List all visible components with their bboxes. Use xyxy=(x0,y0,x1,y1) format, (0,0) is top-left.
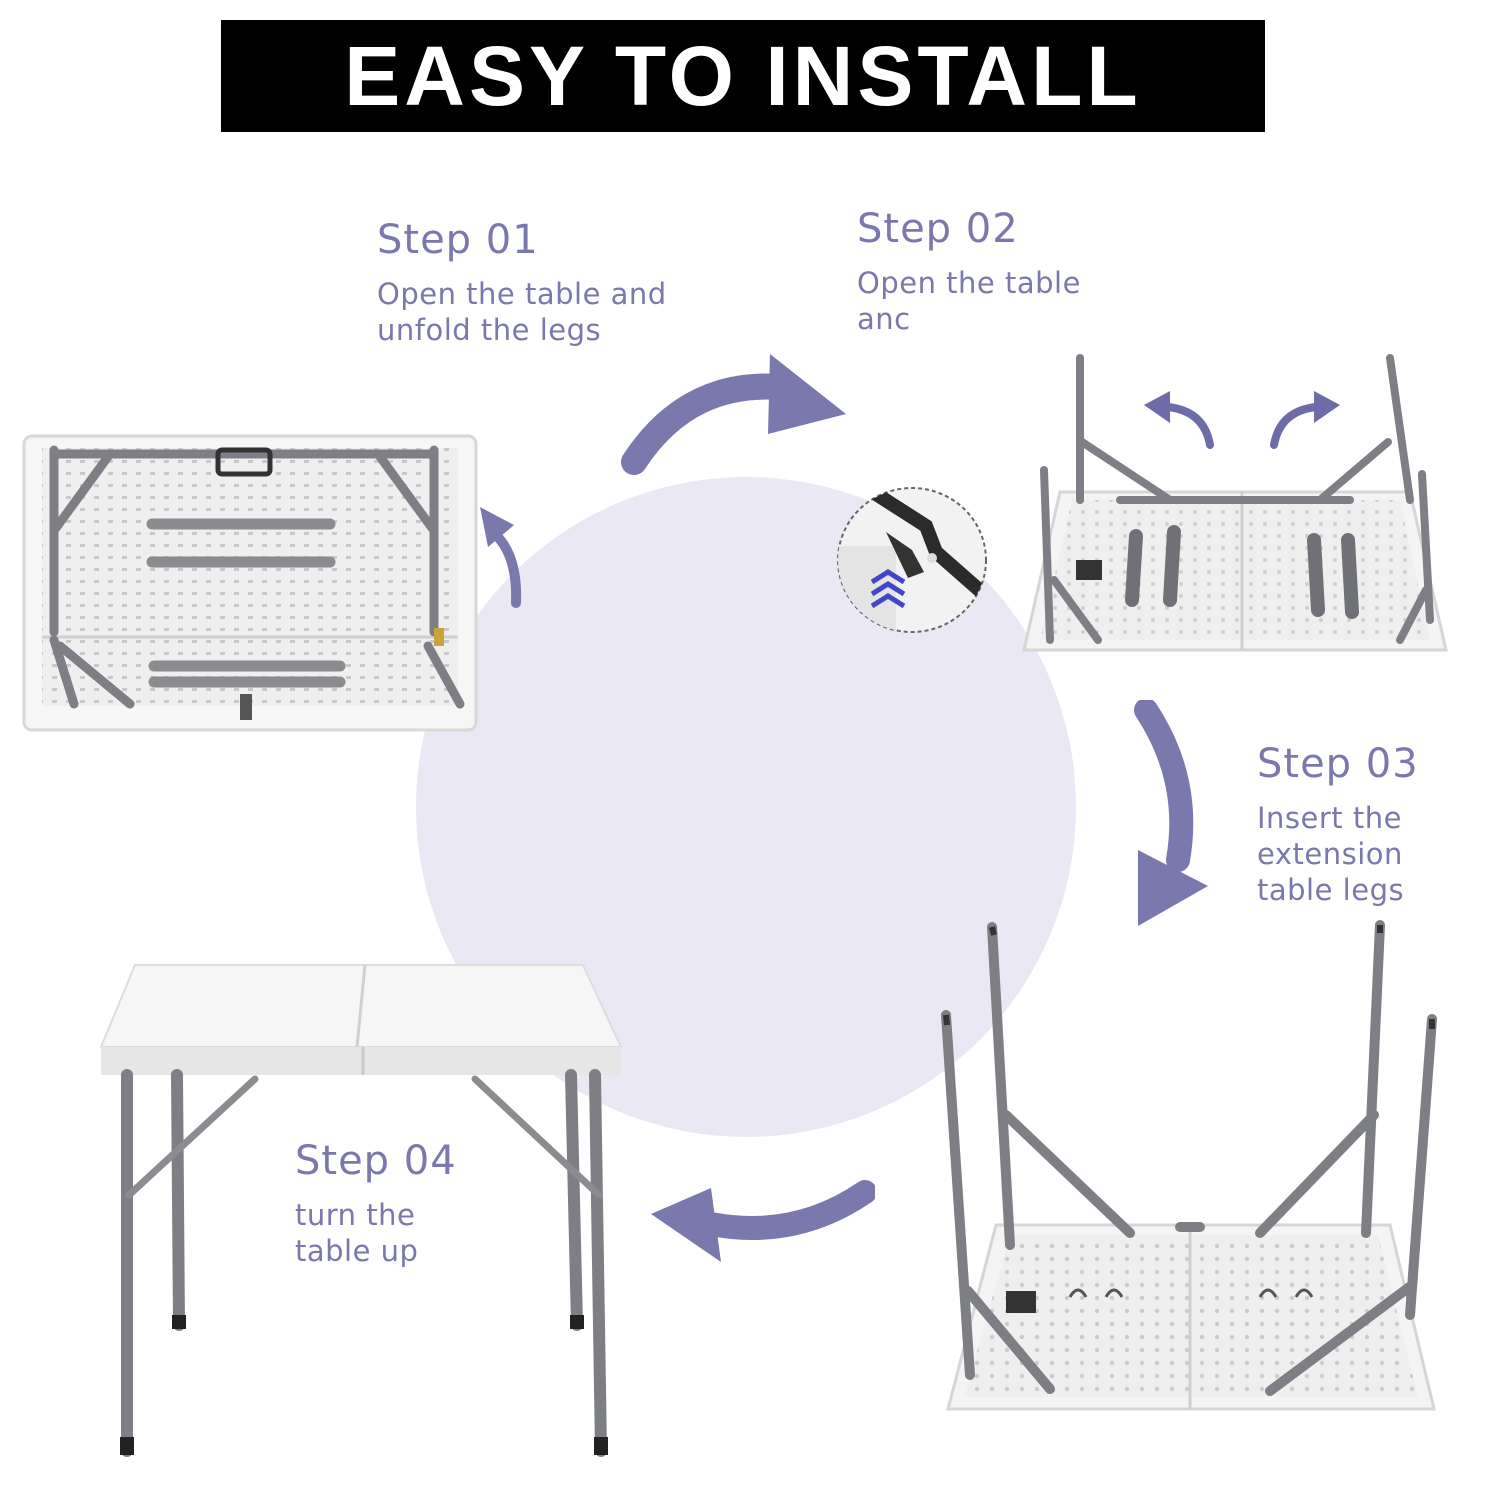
step-03-title: Step 03 xyxy=(1257,741,1419,787)
upside-down-table-illustration xyxy=(941,920,1437,1411)
step-01: Step 01 Open the table and unfold the le… xyxy=(377,218,667,348)
step-04-desc: turn the table up xyxy=(295,1198,419,1268)
step-02-title: Step 02 xyxy=(857,206,1019,252)
curved-arrow-icon xyxy=(1144,391,1214,449)
step-04: Step 04 turn the table up xyxy=(295,1139,457,1269)
step-03-desc: Insert the extension table legs xyxy=(1257,801,1405,907)
standing-table-illustration xyxy=(99,964,623,1457)
banner-title: EASY TO INSTALL xyxy=(344,29,1142,123)
curved-arrow-icon xyxy=(1134,700,1208,926)
curved-arrow-icon xyxy=(621,354,846,475)
step-03: Step 03 Insert the extension table legs xyxy=(1257,742,1419,908)
curved-arrow-icon xyxy=(651,1180,875,1262)
step-02-desc: Open the table anc xyxy=(857,266,1081,336)
folded-table-illustration xyxy=(22,434,478,732)
step-01-desc: Open the table and unfold the legs xyxy=(377,277,667,347)
curved-arrow-icon xyxy=(1270,391,1340,449)
step-04-title: Step 04 xyxy=(295,1138,457,1184)
curved-arrow-icon xyxy=(480,507,522,608)
step-02: Step 02 Open the table anc xyxy=(857,207,1081,337)
step-01-title: Step 01 xyxy=(377,217,539,263)
upside-down-table-illustration xyxy=(1022,354,1448,652)
title-banner: EASY TO INSTALL xyxy=(221,20,1265,132)
hinge-detail-illustration xyxy=(837,487,987,633)
